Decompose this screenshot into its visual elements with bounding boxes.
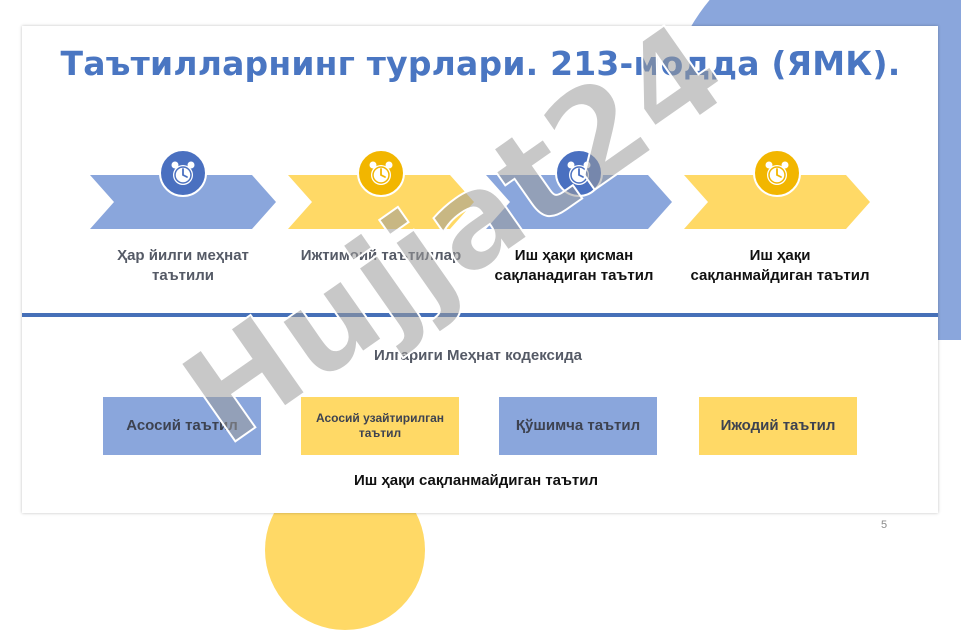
- step-label: Иш ҳақи қисман сақланадиган таътил: [494, 247, 654, 284]
- alarm-clock-icon: [753, 149, 801, 197]
- step-label: Ижтимоий таътиллар: [300, 247, 462, 264]
- old-code-box: Қўшимча таътил: [499, 397, 657, 455]
- chevron-step-2: [288, 175, 474, 229]
- slide-title: Таътилларнинг турлари. 213-модда (ЯМК).: [60, 44, 901, 83]
- section-subheading: Илгариги Меҳнат кодексида: [374, 347, 582, 364]
- old-code-box-label: Асосий узайтирилган таътил: [316, 411, 444, 440]
- old-code-box: Асосий таътил: [103, 397, 261, 455]
- chevron-step-3: [486, 175, 672, 229]
- chevron-step-4: [684, 175, 870, 229]
- step-label: Иш ҳақи сақланмайдиган таътил: [690, 247, 870, 284]
- old-code-box-label: Ижодий таътил: [720, 417, 836, 434]
- divider-line: [22, 313, 938, 317]
- alarm-clock-icon: [357, 149, 405, 197]
- step-label: Ҳар йилги меҳнат таътили: [117, 247, 249, 284]
- alarm-clock-icon: [555, 149, 603, 197]
- page-number: 5: [880, 519, 888, 531]
- chevron-step-1: [90, 175, 276, 229]
- old-code-box-label: Қўшимча таътил: [515, 417, 641, 434]
- old-code-box: Ижодий таътил: [699, 397, 857, 455]
- footer-text: Иш ҳақи сақланмайдиган таътил: [353, 472, 599, 489]
- alarm-clock-icon: [159, 149, 207, 197]
- old-code-box-label: Асосий таътил: [126, 417, 238, 434]
- old-code-box: Асосий узайтирилган таътил: [301, 397, 459, 455]
